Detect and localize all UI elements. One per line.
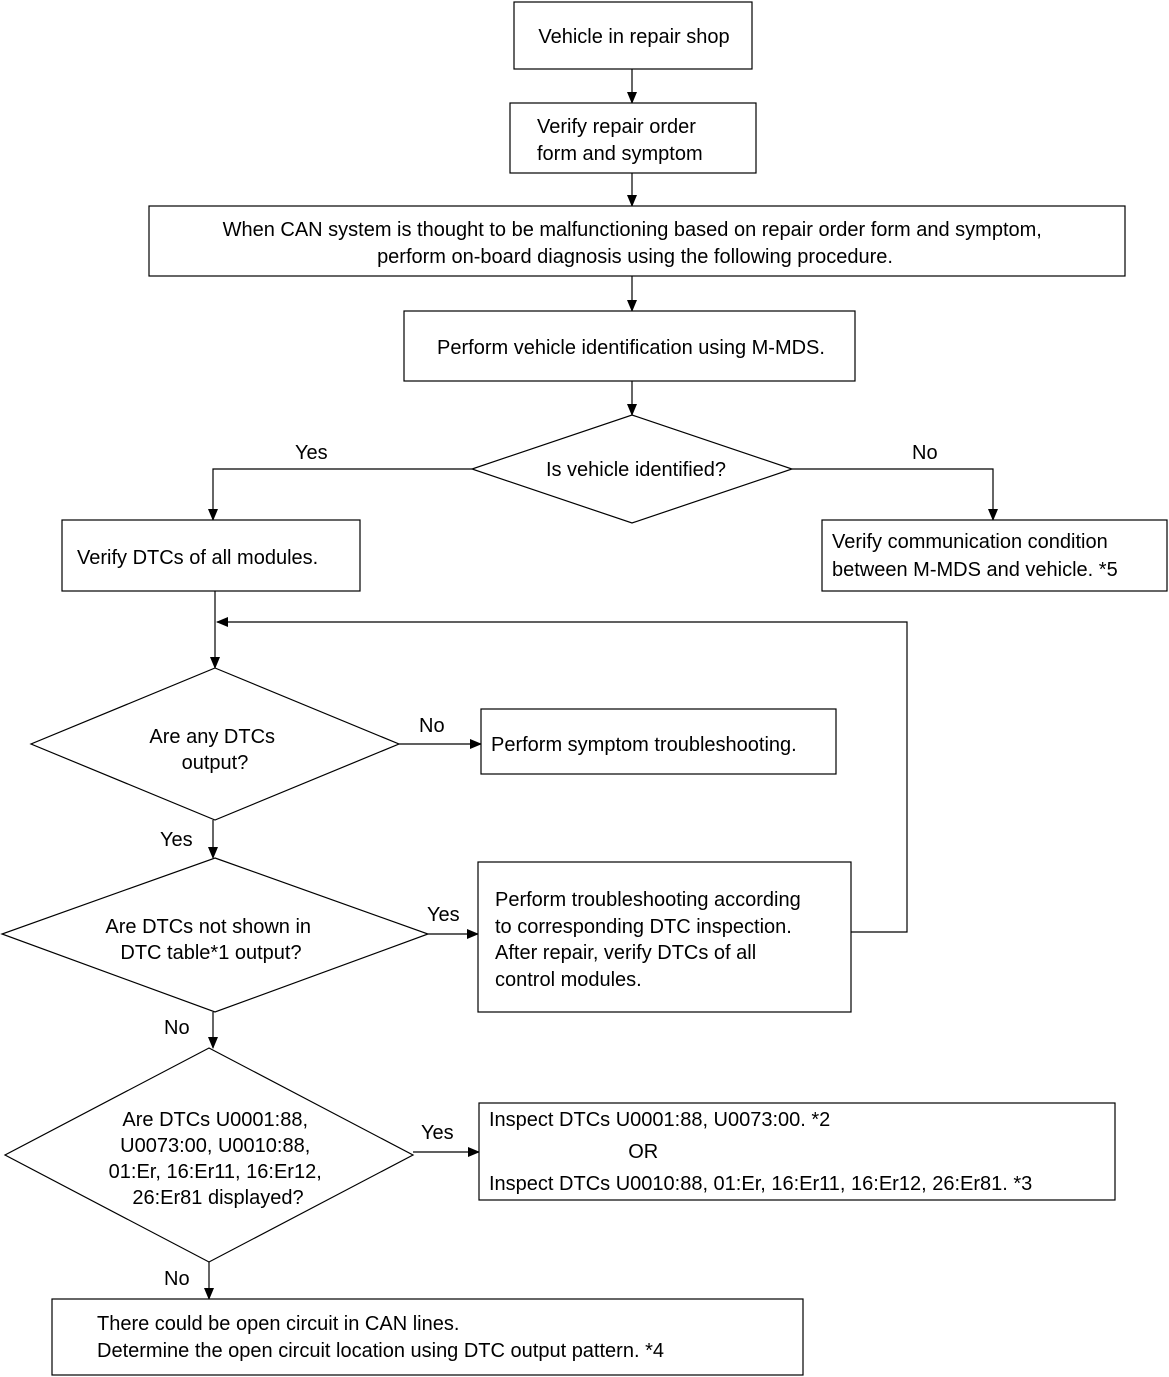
not-shown-question-text: Are DTCs not shown in DTC table*1 output… — [105, 916, 316, 964]
connectors — [204, 69, 998, 1300]
verify-order-box — [509, 102, 757, 174]
identified-no-label: No — [912, 442, 938, 464]
specific-dtcs-question-text: Are DTCs U0001:88, U0073:00, U0010:88, 0… — [109, 1109, 328, 1209]
start-box — [513, 1, 753, 70]
dtc-troubleshooting-box — [477, 861, 852, 1013]
verify-dtcs-box — [61, 519, 361, 592]
verify-order-text: Verify repair order form and symptom — [537, 116, 703, 165]
specific-dtcs-decision — [3, 1047, 415, 1263]
start-text: Vehicle in repair shop — [538, 26, 729, 48]
not-shown-yes-label: Yes — [427, 904, 460, 926]
any-dtcs-question-text: Are any DTCs output? — [149, 726, 280, 774]
dtc-troubleshooting-text: Perform troubleshooting according to cor… — [495, 889, 806, 991]
identified-yes-label: Yes — [295, 442, 328, 464]
identification-box — [403, 310, 856, 382]
symptom-troubleshooting-box — [480, 708, 837, 775]
inspect-dtcs-text: Inspect DTCs U0001:88, U0073:00. *2 OR I… — [489, 1109, 1032, 1195]
verify-dtcs-text: Verify DTCs of all modules. — [77, 547, 318, 569]
not-shown-decision — [0, 857, 430, 1013]
not-shown-no-label: No — [164, 1017, 190, 1039]
verify-comm-box — [821, 519, 1168, 592]
can-condition-text: When CAN system is thought to be malfunc… — [223, 219, 1048, 268]
any-dtcs-yes-label: Yes — [160, 829, 193, 851]
edge-labels: Yes No No Yes Yes No Yes No — [160, 442, 938, 1290]
inspect-dtcs-box — [478, 1102, 1116, 1201]
specific-no-label: No — [164, 1268, 190, 1290]
can-condition-box — [148, 205, 1126, 277]
edge-identified-no — [792, 468, 998, 521]
any-dtcs-decision — [29, 667, 401, 821]
open-circuit-text: There could be open circuit in CAN lines… — [97, 1313, 664, 1362]
verify-comm-text: Verify communication condition between M… — [832, 531, 1118, 581]
edge-identified-yes — [208, 468, 472, 521]
node-texts: Vehicle in repair shop Verify repair ord… — [77, 26, 1118, 1362]
open-circuit-box — [51, 1298, 804, 1376]
identification-text: Perform vehicle identification using M-M… — [437, 337, 825, 359]
any-dtcs-no-label: No — [419, 715, 445, 737]
symptom-troubleshooting-text: Perform symptom troubleshooting. — [491, 734, 797, 756]
identified-question-text: Is vehicle identified? — [546, 459, 726, 481]
identified-decision — [470, 414, 794, 524]
specific-yes-label: Yes — [421, 1122, 454, 1144]
edge-loop-back — [216, 617, 908, 933]
